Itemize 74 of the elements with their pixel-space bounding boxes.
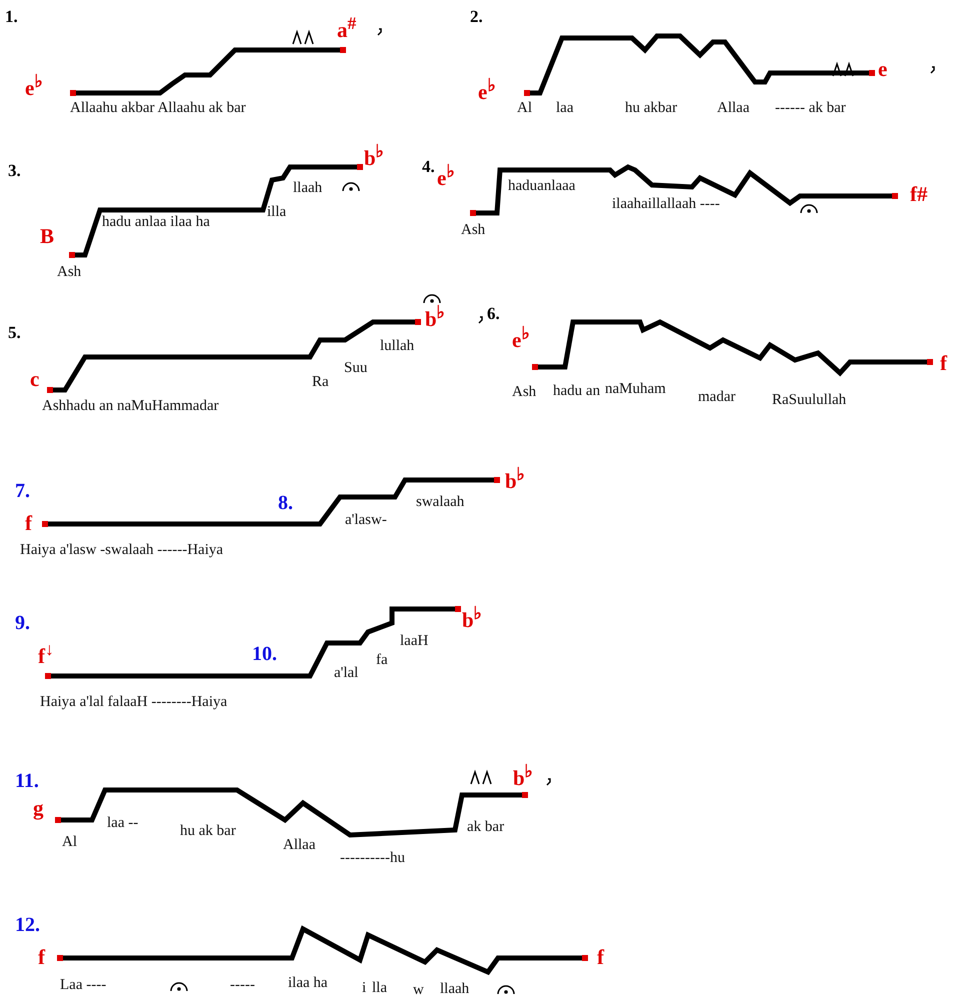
- syllable-text: ak bar: [467, 819, 504, 836]
- syllable-text: naMuham: [605, 381, 666, 398]
- syllable-text: laa --: [107, 815, 138, 832]
- syllable-text: Haiya a'lal falaaH --------Haiya: [40, 694, 228, 710]
- syllable-text: laa: [556, 100, 574, 116]
- item-number: 10.: [252, 643, 277, 665]
- syllable-text: Allaa: [283, 837, 316, 854]
- syllable-text: madar: [698, 389, 736, 406]
- syllable-text: lla: [372, 980, 387, 995]
- note-name: e$^{♭}$: [25, 72, 42, 100]
- syllable-text: Ashhadu an naMuHammadar: [42, 398, 219, 414]
- syllable-text: ilaahaillallaah ----: [612, 196, 720, 212]
- note-name: b$^{♭}$: [364, 142, 384, 170]
- syllable-text: Ash: [512, 384, 536, 400]
- syllable-text: Ra: [312, 374, 329, 390]
- note-name: b$^{♭}$: [505, 465, 525, 494]
- item-number: 12.: [15, 914, 40, 936]
- syllable-text: lullah: [380, 338, 414, 354]
- note-name: f$^{↓}$: [38, 640, 54, 668]
- syllable-text: hu akbar: [625, 100, 678, 116]
- item-number: 7.: [15, 480, 30, 502]
- syllable-text: Al: [62, 834, 77, 850]
- syllable-text: w: [413, 982, 424, 995]
- syllable-text: a'lasw-: [345, 512, 387, 528]
- item-number: 4.: [422, 158, 435, 177]
- syllable-text: RaSuulullah: [772, 392, 846, 408]
- item-number: 3.: [8, 162, 21, 181]
- note-name: f: [597, 946, 604, 970]
- syllable-text: Ash: [461, 222, 486, 238]
- note-name: c: [30, 368, 40, 392]
- note-name: e: [878, 58, 888, 82]
- syllable-text: a'lal: [334, 665, 358, 682]
- note-name: b$^{♭}$: [425, 303, 445, 332]
- note-name: e$^{♭}$: [437, 162, 454, 190]
- item-number: 6.: [487, 305, 500, 324]
- note-name: a$^{#}$: [337, 14, 356, 42]
- note-name: b$^{♭}$: [513, 762, 533, 790]
- syllable-text: swalaah: [416, 494, 464, 510]
- syllable-text: -----: [230, 977, 255, 994]
- note-name: B: [40, 225, 54, 248]
- syllable-text: Allaahu akbar Allaahu ak bar: [70, 100, 246, 116]
- item-number: 1.: [5, 8, 18, 27]
- item-number: 11.: [15, 770, 39, 792]
- item-number: 5.: [8, 324, 21, 343]
- note-name: f: [940, 352, 947, 376]
- note-name: f#: [910, 183, 928, 206]
- syllable-text: ilaa ha: [288, 975, 328, 992]
- syllable-text: Laa ----: [60, 977, 106, 994]
- note-name: f: [38, 946, 45, 970]
- syllable-text: i: [362, 980, 366, 995]
- syllable-text: Suu: [344, 360, 368, 376]
- syllable-text: ------ ak bar: [775, 100, 846, 116]
- syllable-text: llaah: [293, 180, 322, 196]
- note-name: f: [25, 512, 32, 536]
- syllable-text: Haiya a'lasw -swalaah ------Haiya: [20, 542, 224, 558]
- syllable-text: Allaa: [717, 100, 750, 116]
- syllable-text: haduanlaaa: [508, 178, 576, 194]
- item-number: 9.: [15, 612, 30, 634]
- syllable-text: Ash: [57, 264, 82, 280]
- syllable-text: illa: [267, 204, 286, 220]
- syllable-text: Al: [517, 100, 532, 116]
- syllable-text: hadu an: [553, 383, 600, 400]
- note-name: e$^{♭}$: [478, 76, 496, 104]
- note-name: b$^{♭}$: [462, 604, 482, 632]
- note-name: e$^{♭}$: [512, 324, 530, 352]
- syllable-text: llaah: [440, 981, 470, 995]
- note-name: g: [33, 797, 44, 820]
- syllable-text: hadu anlaa ilaa ha: [102, 214, 210, 230]
- syllable-text: hu ak bar: [180, 823, 236, 840]
- item-number: 2.: [470, 8, 483, 27]
- syllable-text: ----------hu: [340, 850, 405, 866]
- item-number: 8.: [278, 492, 293, 514]
- syllable-text: fa: [376, 652, 388, 668]
- syllable-text: laaH: [400, 633, 428, 650]
